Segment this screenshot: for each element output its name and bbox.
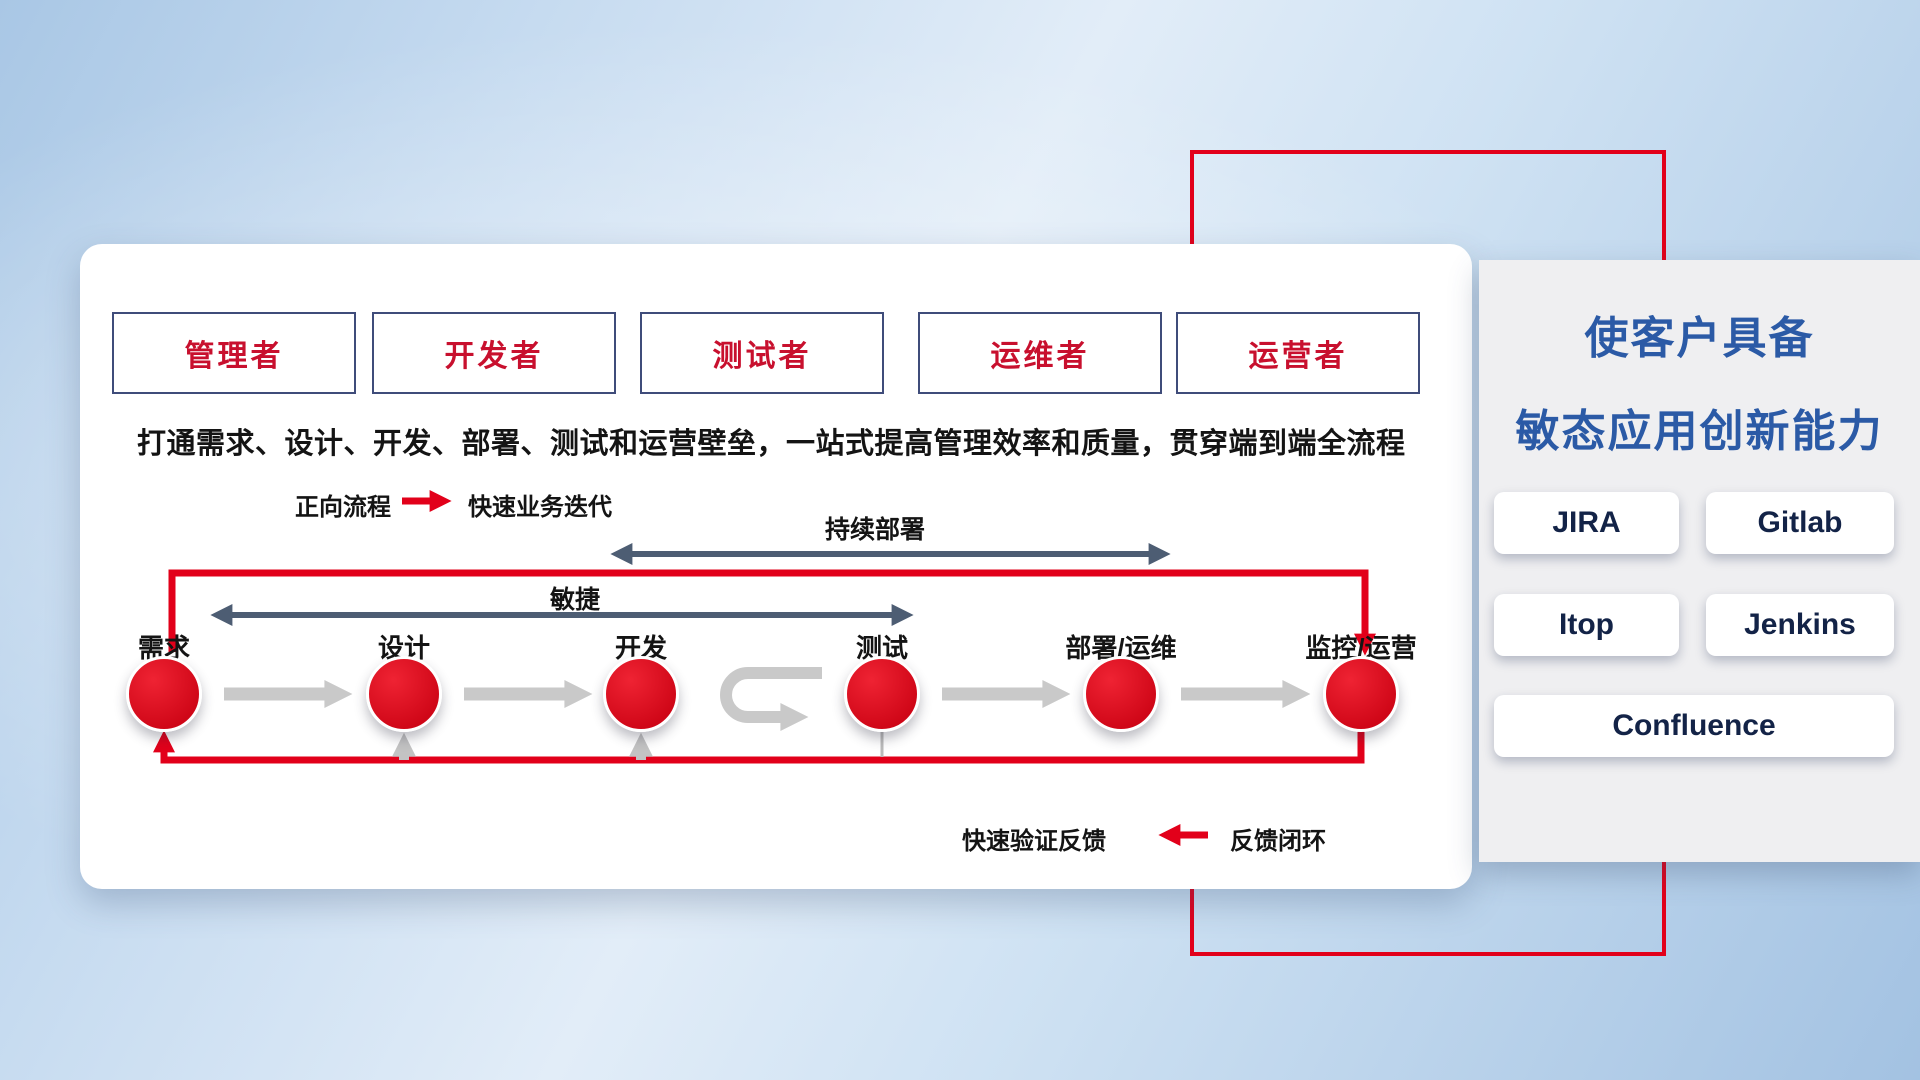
panel-title-line1: 使客户具备 bbox=[1584, 314, 1815, 363]
tool-button-jenkins: Jenkins bbox=[1706, 594, 1894, 656]
capability-panel: 使客户具备 敏态应用创新能力 JIRA Gitlab Itop Jenkins … bbox=[1479, 260, 1920, 862]
role-label: 管理者 bbox=[184, 340, 284, 373]
role-box-operator: 运营者 bbox=[1176, 312, 1420, 394]
stage-node-deploy-ops bbox=[1083, 656, 1159, 732]
role-label: 测试者 bbox=[712, 340, 812, 373]
stage-node-requirements bbox=[126, 656, 202, 732]
stage-node-test bbox=[844, 656, 920, 732]
legend-forward-label: 正向流程 bbox=[295, 494, 391, 521]
role-label: 运营者 bbox=[1248, 340, 1348, 373]
tool-button-gitlab: Gitlab bbox=[1706, 492, 1894, 554]
tool-button-jira: JIRA bbox=[1494, 492, 1679, 554]
role-label: 运维者 bbox=[990, 340, 1090, 373]
stage-node-monitor-op bbox=[1323, 656, 1399, 732]
continuous-deploy-span-label: 持续部署 bbox=[824, 516, 926, 544]
role-label: 开发者 bbox=[444, 340, 544, 373]
legend-feedback-label: 反馈闭环 bbox=[1230, 828, 1326, 855]
role-box-tester: 测试者 bbox=[640, 312, 884, 394]
legend-forward-desc: 快速业务迭代 bbox=[468, 494, 612, 521]
legend-feedback-desc: 快速验证反馈 bbox=[962, 828, 1106, 855]
role-box-developer: 开发者 bbox=[372, 312, 616, 394]
agile-span-label: 敏捷 bbox=[549, 586, 601, 614]
tool-button-itop: Itop bbox=[1494, 594, 1679, 656]
stage-node-design bbox=[366, 656, 442, 732]
workflow-subtitle: 打通需求、设计、开发、部署、测试和运营壁垒，一站式提高管理效率和质量，贯穿端到端… bbox=[137, 428, 1406, 460]
role-box-manager: 管理者 bbox=[112, 312, 356, 394]
tool-button-confluence: Confluence bbox=[1494, 695, 1894, 757]
panel-title-line2: 敏态应用创新能力 bbox=[1515, 407, 1884, 456]
role-box-ops: 运维者 bbox=[918, 312, 1162, 394]
stage-node-develop bbox=[603, 656, 679, 732]
